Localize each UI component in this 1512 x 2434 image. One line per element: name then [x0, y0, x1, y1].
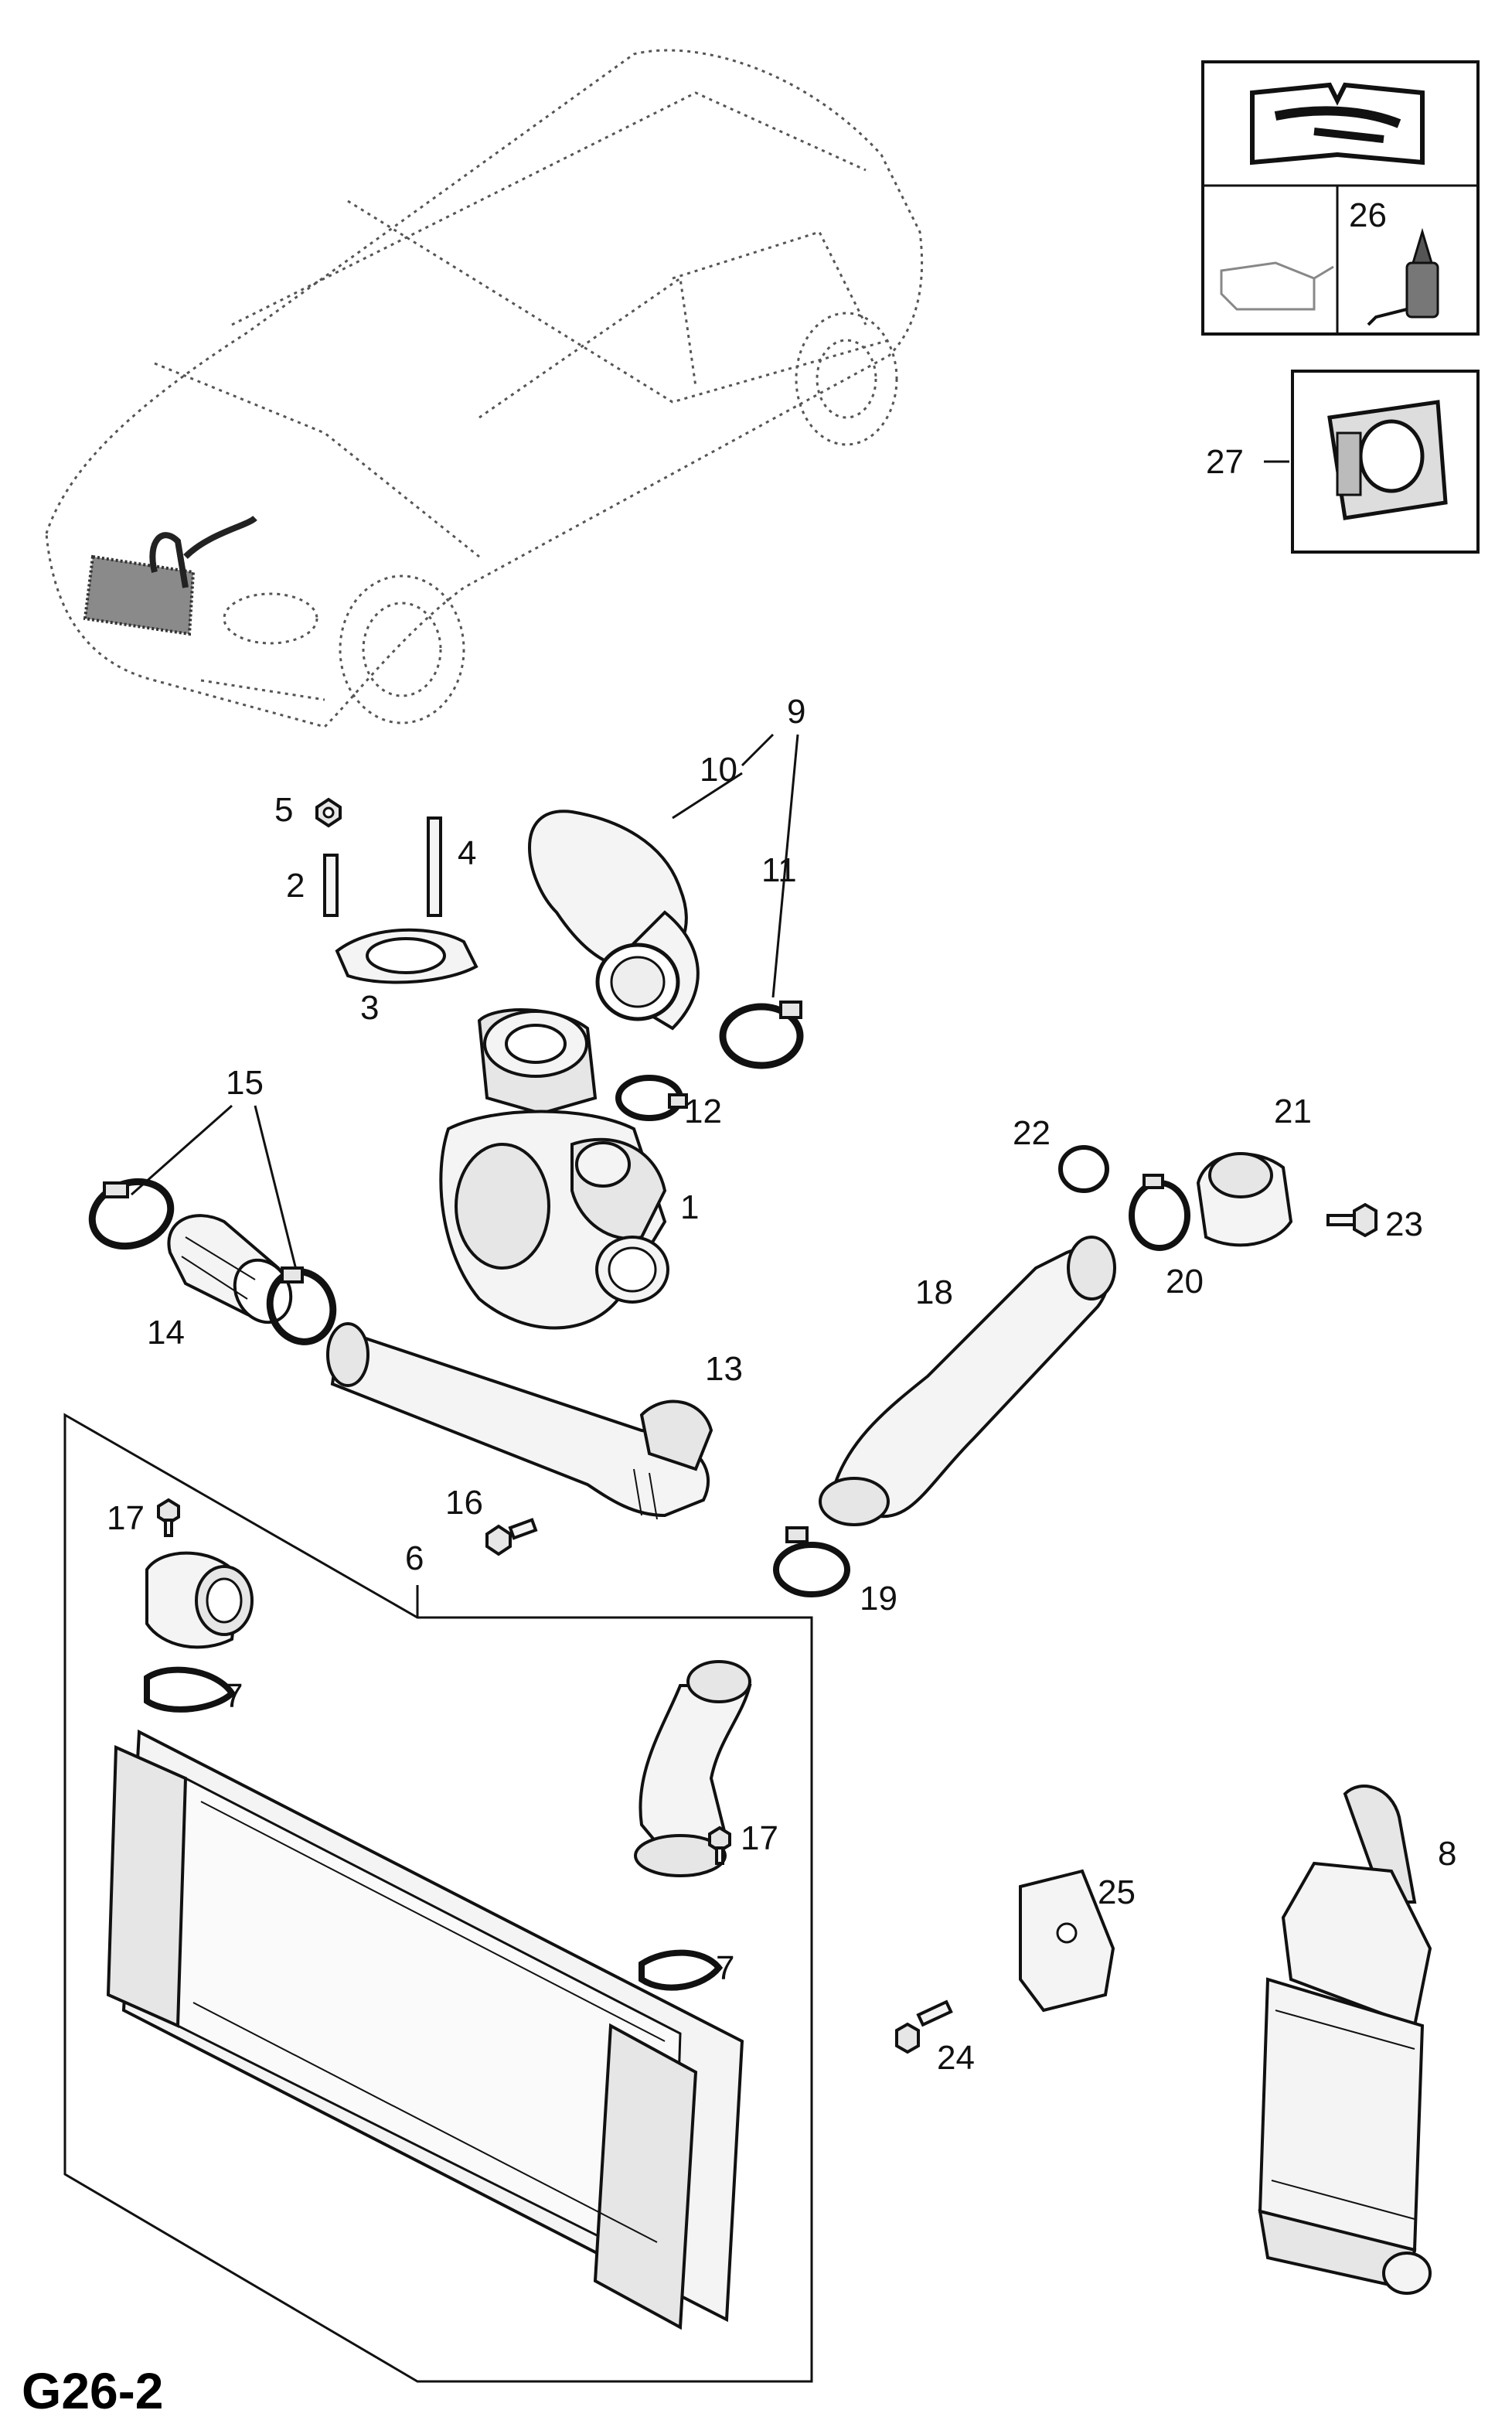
bolt-23 — [1326, 1202, 1377, 1238]
bolt-24 — [895, 1999, 953, 2054]
hose-14 — [167, 1214, 293, 1324]
charge-pipe — [634, 1660, 752, 1877]
callout-7b: 7 — [716, 1949, 734, 1987]
o-ring-22 — [1058, 1145, 1109, 1193]
clamp-19 — [773, 1526, 850, 1597]
bolt-17b — [708, 1826, 731, 1865]
callout-6: 6 — [405, 1539, 424, 1577]
service-icon-panel: 26 — [1201, 60, 1480, 336]
seal-7b — [639, 1949, 724, 1991]
intercooler-8 — [1258, 1785, 1432, 2295]
pipe-13 — [326, 1322, 713, 1520]
callout-26: 26 — [1349, 196, 1387, 234]
elbow-outlet — [145, 1551, 254, 1649]
hose-18 — [819, 1236, 1116, 1526]
callout-17b: 17 — [741, 1819, 778, 1857]
oil-can-icon — [1220, 261, 1334, 311]
callout-23: 23 — [1385, 1205, 1423, 1243]
turbocharger-1 — [439, 1008, 669, 1330]
bolt-16 — [485, 1518, 538, 1556]
callout-3: 3 — [360, 989, 379, 1027]
seal-7a — [144, 1666, 237, 1713]
page-code: G26-2 — [22, 2362, 163, 2419]
clamp-11 — [719, 1001, 804, 1069]
callout-25: 25 — [1098, 1873, 1136, 1911]
callout-18: 18 — [915, 1273, 953, 1311]
clamp-12 — [615, 1075, 688, 1121]
callout-27: 27 — [1206, 443, 1244, 481]
elbow-21 — [1196, 1152, 1293, 1247]
callout-9: 9 — [787, 693, 805, 731]
callout-1: 1 — [680, 1188, 699, 1226]
adhesive-bottle-icon — [1367, 227, 1439, 326]
callout-7a: 7 — [224, 1677, 243, 1715]
callout-12: 12 — [684, 1093, 722, 1130]
clamp-15a — [88, 1178, 175, 1250]
callout-5: 5 — [274, 791, 293, 829]
repair-manual-icon — [1250, 82, 1425, 165]
callout-4: 4 — [458, 834, 476, 872]
nut-5 — [315, 797, 342, 828]
callout-10: 10 — [700, 751, 737, 789]
vehicle-outline — [45, 49, 924, 728]
clamp-15b — [266, 1266, 337, 1345]
hose-10 — [528, 810, 700, 1031]
bolt-17a — [157, 1498, 180, 1537]
intercooler-radiator — [106, 1729, 744, 2330]
clamp-20 — [1129, 1174, 1190, 1251]
retaining-clip-icon — [1327, 400, 1448, 520]
callout-19: 19 — [860, 1580, 897, 1618]
callout-8: 8 — [1438, 1835, 1456, 1873]
stud-4 — [427, 816, 442, 917]
callout-15: 15 — [226, 1064, 264, 1102]
callout-14: 14 — [147, 1314, 185, 1352]
callout-11: 11 — [761, 851, 797, 889]
clip-icon-panel: 27 — [1206, 370, 1480, 554]
callout-21: 21 — [1274, 1093, 1312, 1130]
callout-24: 24 — [937, 2039, 975, 2077]
callout-16: 16 — [445, 1484, 483, 1522]
callout-17a: 17 — [107, 1499, 145, 1537]
stud-2 — [323, 854, 339, 917]
callout-13: 13 — [705, 1350, 743, 1388]
bracket-25 — [1019, 1869, 1115, 2013]
callout-20: 20 — [1166, 1263, 1204, 1301]
callout-22: 22 — [1013, 1114, 1051, 1152]
callout-2: 2 — [286, 867, 305, 905]
gasket-3 — [335, 928, 478, 984]
